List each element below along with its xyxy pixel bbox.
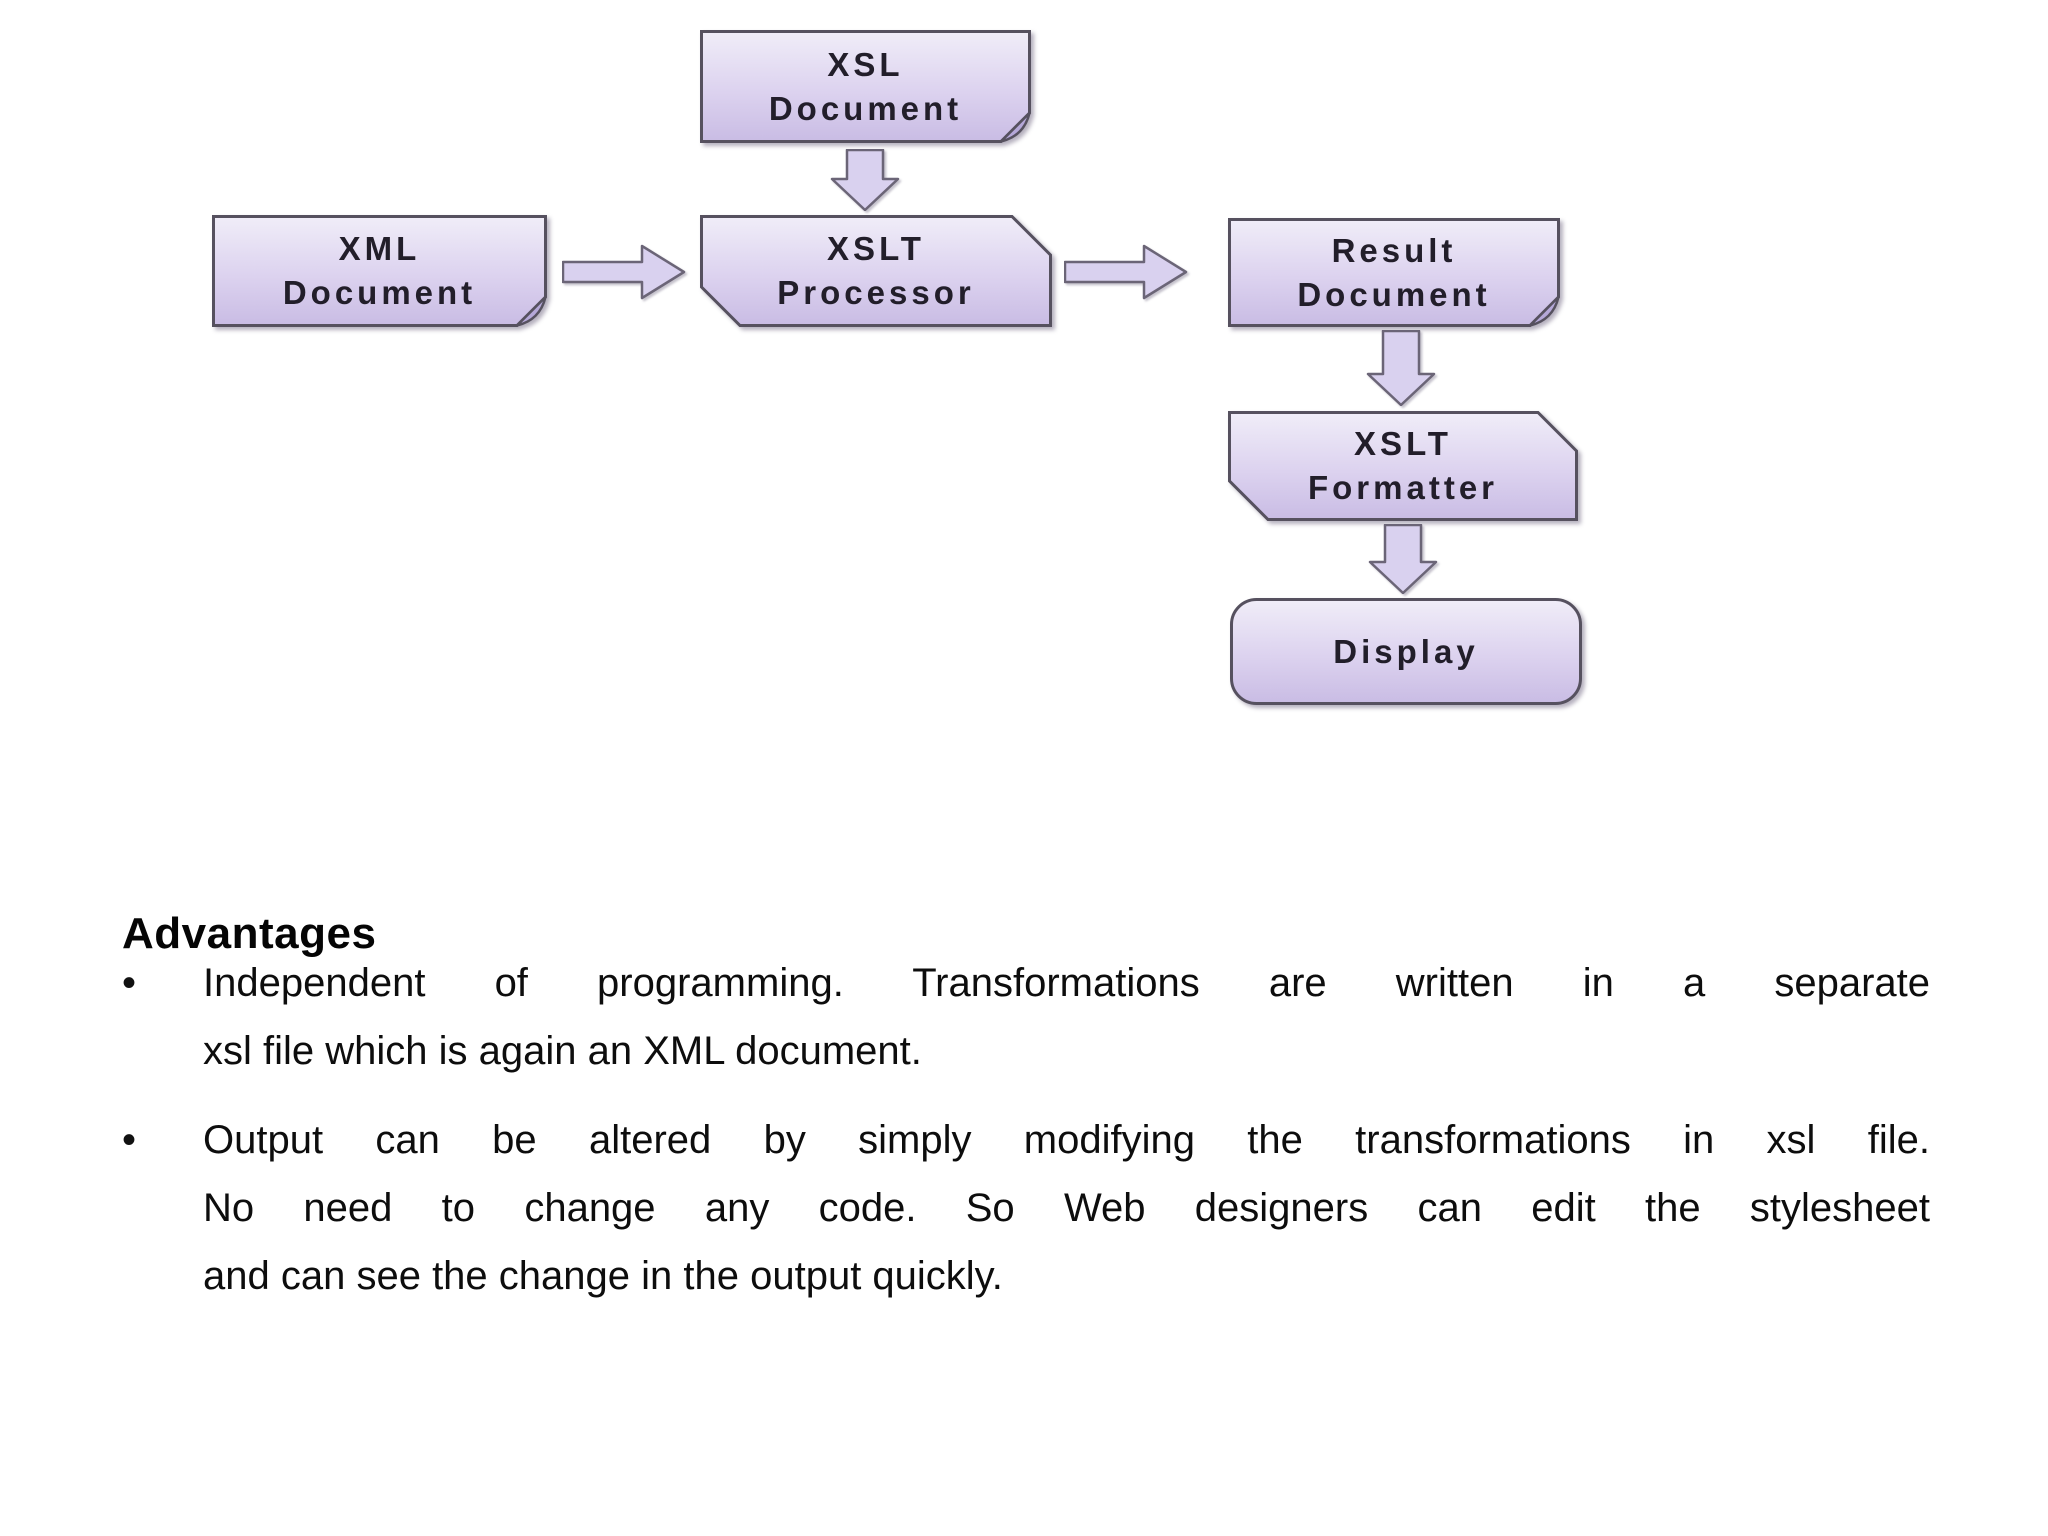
node-label: XML Document (212, 215, 547, 327)
node-label: Display (1230, 598, 1582, 705)
bullet-text: Independent of programming. Transformati… (203, 949, 1930, 1085)
node-label-line: Processor (777, 274, 975, 311)
node-label: XSL Document (700, 30, 1031, 143)
node-label-line: XSLT (1354, 425, 1452, 462)
document-shape-icon (212, 215, 547, 327)
node-label-line: XSL (827, 45, 904, 83)
list-item: • Output can be altered by simply modify… (122, 1106, 1930, 1310)
node-label: Result Document (1228, 218, 1560, 327)
bullet-text-line: Output can be altered by simply modifyin… (203, 1118, 1930, 1162)
node-label-line: Document (768, 89, 963, 127)
bullet-dot: • (122, 1118, 137, 1162)
arrow-down-xsl-to-processor-icon (830, 149, 900, 211)
advantages-heading: Advantages (122, 908, 377, 958)
arrow-down-result-to-formatter-icon (1366, 330, 1436, 406)
process-shape-icon (700, 215, 1052, 327)
arrow-right-xml-to-processor-icon (562, 244, 686, 300)
rounded-shape-icon (1230, 598, 1582, 705)
node-label: XSLT Processor (700, 215, 1052, 327)
bullet-text: Output can be altered by simply modifyin… (203, 1106, 1930, 1310)
bullet-text-line: No need to change any code. So Web desig… (203, 1186, 1930, 1230)
node-xslt-formatter: XSLT Formatter (1228, 411, 1578, 521)
node-label-line: Document (1297, 275, 1491, 313)
advantages-list: • Independent of programming. Transforma… (122, 949, 1930, 1331)
node-xslt-processor: XSLT Processor (700, 215, 1052, 327)
node-result-document: Result Document (1228, 218, 1560, 327)
list-item: • Independent of programming. Transforma… (122, 949, 1930, 1085)
node-label-line: Document (282, 274, 477, 311)
node-display: Display (1230, 598, 1582, 705)
node-label-line: Result (1331, 231, 1457, 269)
bullet-text-line: and can see the change in the output qui… (203, 1254, 1003, 1298)
node-label-line: XSLT (827, 230, 925, 267)
bullet-text-line: Independent of programming. Transformati… (203, 961, 1930, 1005)
arrow-down-formatter-to-display-icon (1368, 524, 1438, 594)
document-shape-icon (700, 30, 1031, 143)
node-label-line: Formatter (1307, 469, 1499, 506)
node-label-line: Display (1333, 632, 1479, 670)
process-shape-icon (1228, 411, 1578, 521)
node-label-line: XML (338, 230, 421, 267)
node-xml-document: XML Document (212, 215, 547, 327)
bullet-dot: • (122, 961, 137, 1005)
arrow-right-processor-to-result-icon (1064, 244, 1188, 300)
document-shape-icon (1228, 218, 1560, 327)
node-xsl-document: XSL Document (700, 30, 1031, 143)
node-label: XSLT Formatter (1228, 411, 1578, 521)
bullet-text-line: xsl file which is again an XML document. (203, 1029, 922, 1073)
